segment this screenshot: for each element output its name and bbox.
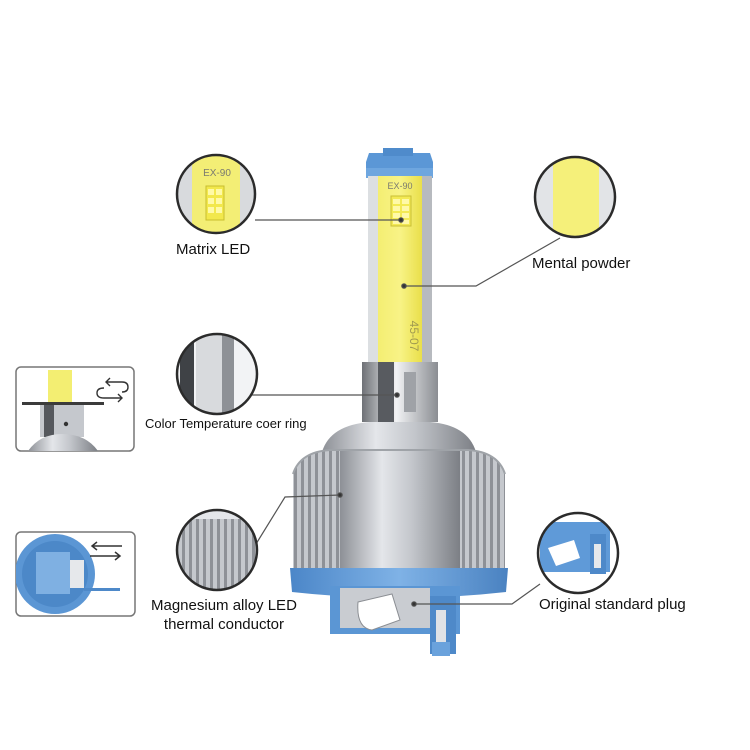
leader-plug <box>414 583 541 605</box>
led-bulb: EX-90 45-07 <box>290 148 508 656</box>
leader-lines <box>233 217 561 607</box>
rotate-arrows-icon <box>96 377 129 403</box>
leader-powder <box>404 237 561 287</box>
label-standard-plug: Original standard plug <box>539 596 686 613</box>
leader-magnesium <box>255 494 341 545</box>
chip-code-marking: EX-90 <box>387 181 412 191</box>
callout-color-ring <box>175 332 259 416</box>
label-color-ring: Color Temperature coer ring <box>145 416 307 431</box>
label-magnesium-line2: thermal conductor <box>163 616 284 633</box>
side-code-marking: 45-07 <box>407 321 421 352</box>
inset-ring-rotation <box>15 366 135 452</box>
standard-plug <box>330 586 460 656</box>
callout-chip-code: EX-90 <box>203 168 231 179</box>
bulb-dome <box>322 422 476 452</box>
callout-standard-plug <box>536 511 620 595</box>
direction-arrows-icon <box>90 541 122 561</box>
label-metal-powder: Mental powder <box>532 255 631 272</box>
label-magnesium-line1: Magnesium alloy LED <box>151 597 297 614</box>
blue-top-cap <box>366 148 433 178</box>
callout-metal-powder <box>533 155 617 239</box>
label-matrix-led: Matrix LED <box>176 241 251 258</box>
callout-matrix-led: EX-90 <box>175 153 257 235</box>
callout-magnesium <box>175 508 259 592</box>
matrix-led-chips <box>390 195 412 227</box>
color-temperature-ring <box>362 362 438 422</box>
magnesium-heatsink <box>292 449 506 572</box>
inset-plug-direction <box>15 531 136 617</box>
label-magnesium: Magnesium alloy LED thermal conductor <box>151 596 297 634</box>
